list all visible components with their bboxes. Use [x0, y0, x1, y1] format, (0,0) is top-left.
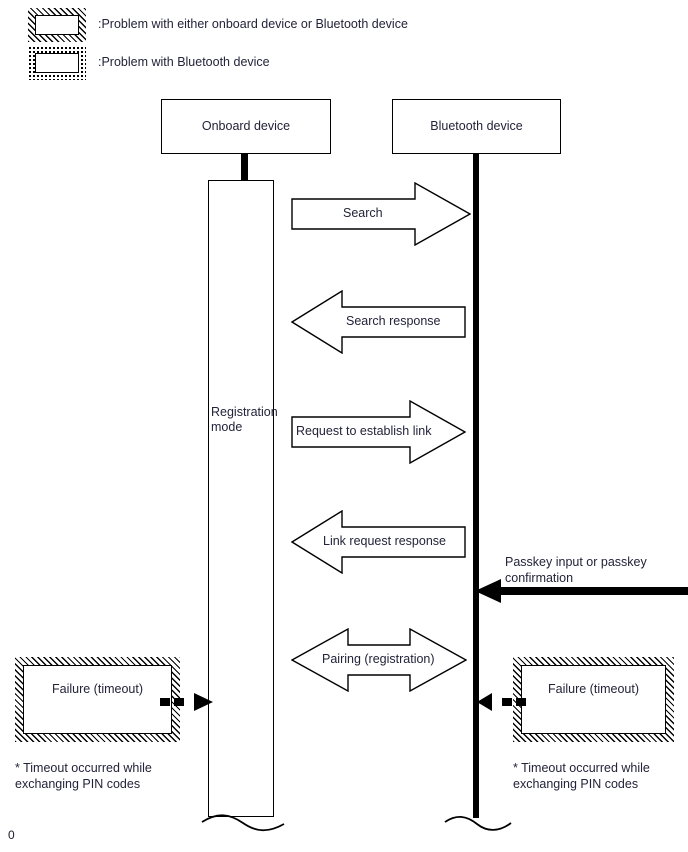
failure-box-bluetooth: Failure (timeout) [513, 657, 674, 742]
failure-bluetooth-arrow-icon [478, 693, 526, 711]
participant-box-bluetooth: Bluetooth device [392, 99, 561, 154]
message-arrow-pairing: Pairing (registration) [291, 628, 467, 692]
activation-label: Registration mode [211, 405, 278, 434]
message-label-request-link: Request to establish link [296, 424, 432, 438]
participant-box-onboard: Onboard device [161, 99, 331, 154]
page-marker: 0 [8, 828, 15, 842]
legend-item-0-icon [28, 8, 86, 42]
onboard-lifeline-break-icon [201, 814, 285, 832]
message-label-search: Search [343, 206, 383, 220]
legend-item-0-label: :Problem with either onboard device or B… [98, 17, 408, 31]
failure-label-bluetooth: Failure (timeout) [548, 682, 639, 696]
participant-label-onboard: Onboard device [201, 119, 291, 133]
message-arrow-request-link: Request to establish link [291, 400, 466, 464]
message-label-pairing: Pairing (registration) [322, 652, 435, 666]
message-label-link-response: Link request response [323, 534, 446, 548]
failure-note-bluetooth: * Timeout occurred while exchanging PIN … [513, 761, 650, 791]
external-input-label: Passkey input or passkey confirmation [505, 555, 647, 585]
onboard-lifeline-stub [241, 154, 248, 181]
bluetooth-lifeline-break-icon [444, 816, 512, 831]
dotted-box-icon [35, 53, 79, 73]
onboard-activation-bar [208, 180, 274, 817]
message-arrow-search-response: Search response [291, 290, 466, 354]
participant-label-bluetooth: Bluetooth device [430, 119, 523, 133]
bluetooth-lifeline [473, 154, 479, 818]
hatched-box-icon [35, 15, 79, 35]
failure-box-onboard-inner: Failure (timeout) [23, 665, 172, 734]
legend-item-1-icon [28, 46, 86, 80]
failure-onboard-arrow-icon [160, 693, 213, 711]
failure-label-onboard: Failure (timeout) [52, 682, 143, 696]
message-label-search-response: Search response [346, 314, 441, 328]
legend: :Problem with either onboard device or B… [0, 0, 688, 88]
legend-item-1-label: :Problem with Bluetooth device [98, 55, 270, 69]
failure-box-bluetooth-inner: Failure (timeout) [521, 665, 666, 734]
message-arrow-link-response: Link request response [291, 510, 466, 574]
failure-box-onboard: Failure (timeout) [15, 657, 180, 742]
message-arrow-search: Search [291, 182, 471, 246]
external-input-arrow-icon [475, 579, 688, 603]
failure-note-onboard: * Timeout occurred while exchanging PIN … [15, 761, 152, 791]
